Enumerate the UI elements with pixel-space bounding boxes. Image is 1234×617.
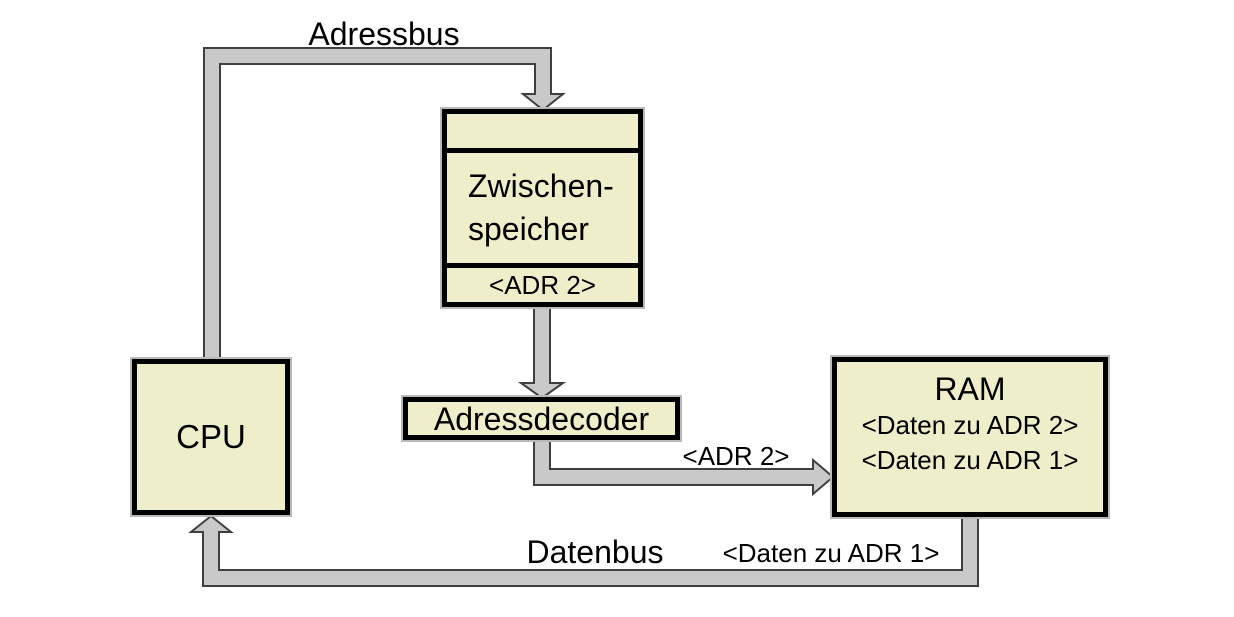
zwischenspeicher-empty-slot <box>447 114 638 153</box>
zwischenspeicher-label-line2: speicher <box>468 211 589 247</box>
cpu-box: CPU <box>132 359 290 515</box>
daten-zu-adr1-bus-label: <Daten zu ADR 1> <box>722 538 940 568</box>
zwischenspeicher-box: Zwischen- speicher <ADR 2> <box>442 109 643 307</box>
zwischenspeicher-label: Zwischen- speicher <box>447 153 638 268</box>
datenbus-line <box>188 511 979 587</box>
zwischenspeicher-to-adressdecoder-arrow <box>517 299 567 400</box>
cpu-label: CPU <box>176 418 246 455</box>
zwischenspeicher-adr2-slot: <ADR 2> <box>447 268 638 302</box>
adressdecoder-label: Adressdecoder <box>433 400 650 437</box>
adressbus-line <box>203 47 566 365</box>
adr2-bus-label: <ADR 2> <box>682 441 790 471</box>
ram-box: RAM <Daten zu ADR 2> <Daten zu ADR 1> <box>832 357 1108 517</box>
adressbus-label: Adressbus <box>308 16 460 52</box>
datenbus-label: Datenbus <box>526 534 664 570</box>
adressdecoder-to-ram-arrow <box>533 435 835 497</box>
ram-title: RAM <box>934 371 1006 407</box>
zwischenspeicher-adr2-value: <ADR 2> <box>489 269 596 300</box>
ram-row-adr2: <Daten zu ADR 2> <box>861 410 1079 440</box>
ram-row-adr1: <Daten zu ADR 1> <box>861 445 1079 475</box>
zwischenspeicher-label-line1: Zwischen- <box>468 168 614 204</box>
adressdecoder-box: Adressdecoder <box>403 397 680 440</box>
